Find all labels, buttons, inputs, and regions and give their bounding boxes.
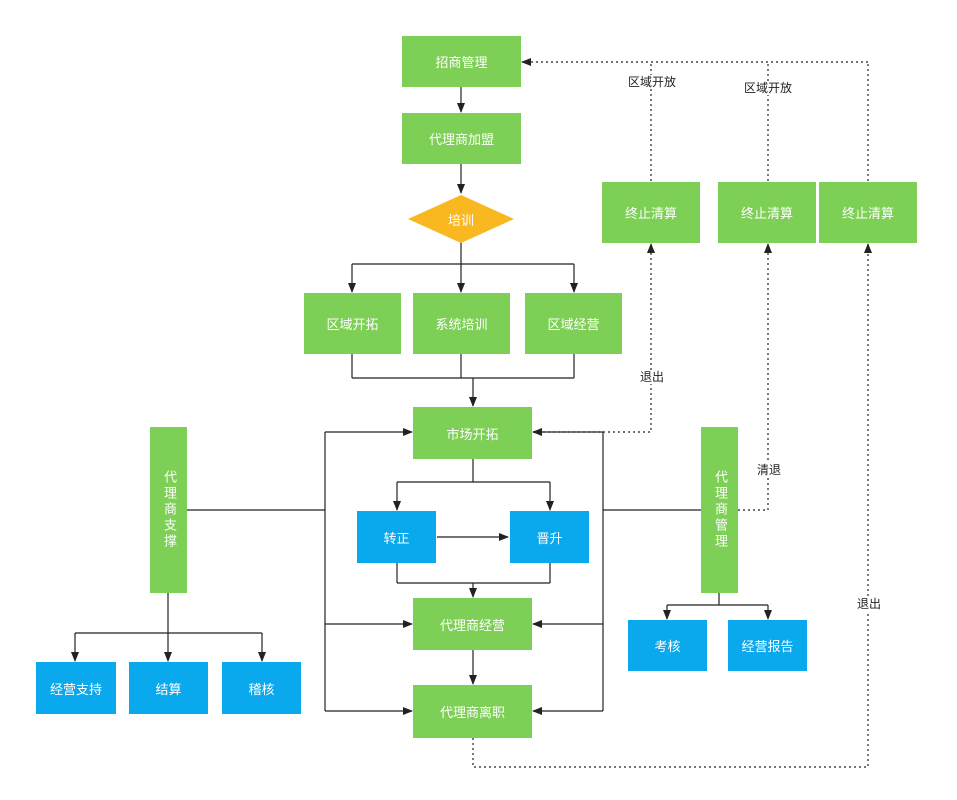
node-zhongzhi-2-label: 终止清算 bbox=[740, 207, 793, 222]
node-zhaoshang-label: 招商管理 bbox=[435, 56, 488, 71]
node-dls-zhicheng-label: 代理商支撑 bbox=[161, 470, 176, 550]
node-xitong-peixun-label: 系统培训 bbox=[435, 318, 488, 333]
node-quyu-kaituo[interactable]: 区域开拓 bbox=[304, 293, 401, 354]
node-kaohe-label: 考核 bbox=[654, 640, 681, 655]
node-dls-jingying-label: 代理商经营 bbox=[439, 618, 505, 634]
dotted-lizhi-to-zhongzhi3 bbox=[472, 243, 872, 768]
node-zhaoshang[interactable]: 招商管理 bbox=[402, 36, 521, 87]
node-jingying-zhichi[interactable]: 经营支持 bbox=[36, 662, 116, 714]
node-zhongzhi-1-label: 终止清算 bbox=[624, 207, 677, 222]
peixun-diamond-shape bbox=[408, 195, 514, 243]
node-shichang-kaituo-label: 市场开拓 bbox=[446, 427, 499, 443]
node-zhuanzheng[interactable]: 转正 bbox=[357, 511, 436, 563]
node-jingying-zhichi-label: 经营支持 bbox=[49, 682, 102, 698]
node-quyu-jingying[interactable]: 区域经营 bbox=[525, 293, 622, 354]
node-shichang-kaituo[interactable]: 市场开拓 bbox=[413, 407, 532, 459]
node-dls-lizhi[interactable]: 代理商离职 bbox=[413, 685, 532, 738]
node-zhongzhi-3[interactable]: 终止清算 bbox=[819, 182, 917, 243]
node-jinsheng[interactable]: 晋升 bbox=[510, 511, 589, 563]
node-dls-lizhi-label: 代理商离职 bbox=[439, 706, 505, 721]
node-jiesuan-label: 结算 bbox=[155, 682, 182, 698]
node-kaohe[interactable]: 考核 bbox=[628, 620, 707, 671]
node-zhongzhi-3-label: 终止清算 bbox=[841, 207, 894, 222]
edge-label-quyu-kaifang-2: 区域开放 bbox=[742, 81, 795, 95]
node-dls-guanli[interactable]: 代理商管理 bbox=[701, 427, 738, 593]
node-jiameng[interactable]: 代理商加盟 bbox=[402, 113, 521, 164]
node-peixun[interactable]: 培训 bbox=[408, 195, 514, 243]
node-quyu-jingying-label: 区域经营 bbox=[547, 318, 600, 333]
edge-label-tuichu-1: 退出 bbox=[638, 370, 667, 384]
node-jingying-baogao-label: 经营报告 bbox=[741, 640, 794, 655]
dotted-guanli-to-zhongzhi2 bbox=[738, 243, 772, 511]
node-dls-zhicheng[interactable]: 代理商支撑 bbox=[150, 427, 187, 593]
node-jihe-label: 稽核 bbox=[248, 682, 275, 698]
edge-label-qingtui: 清退 bbox=[755, 463, 784, 477]
node-xitong-peixun[interactable]: 系统培训 bbox=[413, 293, 510, 354]
node-jiameng-label: 代理商加盟 bbox=[428, 133, 494, 148]
edge-label-tuichu-2: 退出 bbox=[855, 597, 884, 611]
node-zhongzhi-2[interactable]: 终止清算 bbox=[718, 182, 816, 243]
node-jinsheng-label: 晋升 bbox=[536, 531, 563, 547]
node-jihe[interactable]: 稽核 bbox=[222, 662, 301, 714]
node-zhuanzheng-label: 转正 bbox=[383, 531, 410, 547]
node-zhongzhi-1[interactable]: 终止清算 bbox=[602, 182, 700, 243]
edge-label-quyu-kaifang-1: 区域开放 bbox=[626, 75, 679, 89]
node-jiesuan[interactable]: 结算 bbox=[129, 662, 208, 714]
node-quyu-kaituo-label: 区域开拓 bbox=[326, 318, 379, 333]
node-peixun-label: 培训 bbox=[447, 213, 474, 229]
node-dls-guanli-label: 代理商管理 bbox=[712, 470, 727, 550]
node-dls-jingying[interactable]: 代理商经营 bbox=[413, 598, 532, 650]
node-jingying-baogao[interactable]: 经营报告 bbox=[728, 620, 807, 671]
